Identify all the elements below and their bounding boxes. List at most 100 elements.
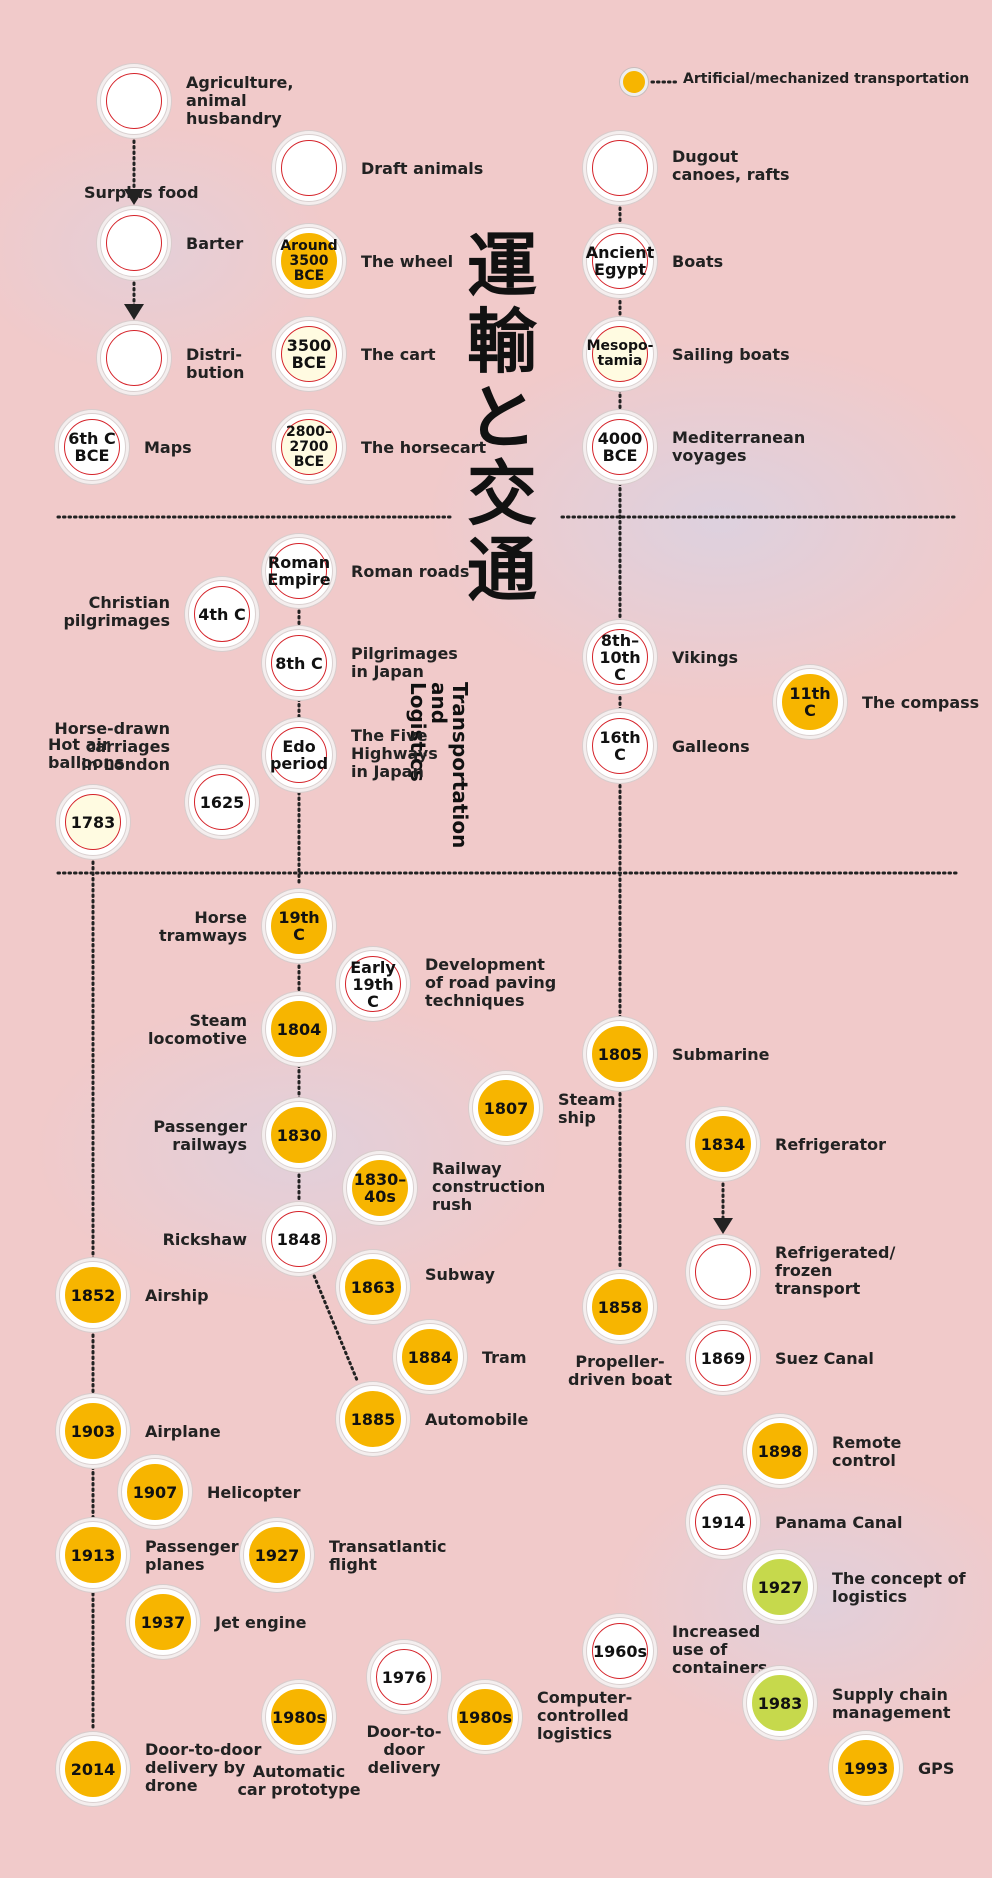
legend-label: Artificial/mechanized transportation <box>683 71 970 87</box>
node-label: Jet engine <box>215 1613 307 1632</box>
legend-mechanized-swatch <box>620 68 648 96</box>
node-label: Submarine <box>672 1045 770 1064</box>
timeline-node-30: 1885 <box>339 1385 407 1453</box>
timeline-node-5 <box>275 134 343 202</box>
node-date: 1976 <box>376 1649 432 1705</box>
node-date <box>281 140 337 196</box>
timeline-node-25: 1830 <box>265 1101 333 1169</box>
node-label: The compass <box>862 693 980 712</box>
node-label: Dugout canoes, rafts <box>672 147 790 184</box>
timeline-node-2 <box>100 209 168 277</box>
node-date: 1980s <box>271 1689 327 1745</box>
node-label: Transatlantic flight <box>329 1537 447 1574</box>
node-date: 1783 <box>65 794 121 850</box>
node-date: 1898 <box>752 1423 808 1479</box>
timeline-node-52: 1980s <box>451 1683 519 1751</box>
timeline-node-51: 1976 <box>370 1643 438 1711</box>
surplus-food-label: Surplus food <box>84 183 199 202</box>
node-date: Roman Empire <box>267 543 331 599</box>
timeline-node-24: 1804 <box>265 995 333 1063</box>
node-label: Sailing boats <box>672 345 790 364</box>
timeline-node-26: 1830– 40s <box>346 1154 414 1222</box>
timeline-node-18: 1783 <box>59 788 127 856</box>
timeline-node-50: 1980s <box>265 1683 333 1751</box>
node-date: 2800– 2700 BCE <box>281 419 337 475</box>
node-date: 1830 <box>271 1107 327 1163</box>
node-label: Propeller- driven boat <box>568 1352 672 1389</box>
timeline-node-11: Mesopo- tamia <box>586 320 654 388</box>
timeline-node-49: 2014 <box>59 1735 127 1803</box>
node-label: Pilgrimages in Japan <box>351 644 458 681</box>
node-label: The horsecart <box>361 438 487 457</box>
node-label: Refrigerator <box>775 1135 887 1154</box>
timeline-node-33: 1858 <box>586 1273 654 1341</box>
node-label: Tram <box>482 1348 527 1367</box>
timeline-node-14: 4th C <box>188 580 256 648</box>
node-label: Roman roads <box>351 562 470 581</box>
arrow-head-icon <box>124 189 144 205</box>
node-date <box>106 73 162 129</box>
timeline-node-29: 1884 <box>396 1323 464 1391</box>
node-label: Horse-drawn carriages in London <box>54 719 170 774</box>
timeline-node-36: 1869 <box>689 1324 757 1392</box>
node-date: 1885 <box>345 1391 401 1447</box>
timeline-node-35 <box>689 1238 757 1306</box>
node-label: Airplane <box>145 1422 221 1441</box>
node-date: 6th C BCE <box>64 419 120 475</box>
timeline-node-45: 1907 <box>121 1458 189 1526</box>
node-date <box>592 140 648 196</box>
timeline-node-43: 1852 <box>59 1261 127 1329</box>
node-date: 1980s <box>457 1689 513 1745</box>
node-date <box>106 215 162 271</box>
timeline-node-48: 1927 <box>243 1521 311 1589</box>
arrow-head-icon <box>124 304 144 320</box>
node-label: Passenger railways <box>153 1117 247 1154</box>
node-date: 1914 <box>695 1494 751 1550</box>
node-label: Development of road paving techniques <box>425 955 557 1010</box>
node-date: 1834 <box>695 1116 751 1172</box>
node-date: 1937 <box>135 1594 191 1650</box>
timeline-node-6: Around 3500 BCE <box>275 227 343 295</box>
connector-line <box>312 1274 360 1384</box>
timeline-node-4: 6th C BCE <box>58 413 126 481</box>
node-label: Barter <box>186 234 244 253</box>
node-date <box>695 1244 751 1300</box>
timeline-node-28: 1863 <box>339 1253 407 1321</box>
node-date: 1625 <box>194 774 250 830</box>
timeline-node-42: 1993 <box>832 1734 900 1802</box>
node-label: Christian pilgrimages <box>63 593 170 630</box>
node-date: 1884 <box>402 1329 458 1385</box>
node-label: Vikings <box>672 648 739 667</box>
timeline-node-46: 1913 <box>59 1521 127 1589</box>
node-label: Remote control <box>832 1433 902 1470</box>
node-date: 1805 <box>592 1026 648 1082</box>
node-date: 1913 <box>65 1527 121 1583</box>
node-date: 8th– 10th C <box>592 629 648 685</box>
timeline-node-12: 4000 BCE <box>586 413 654 481</box>
node-label: Airship <box>145 1286 209 1305</box>
node-label: Maps <box>144 438 192 457</box>
node-label: Steam ship <box>558 1090 616 1127</box>
arrow-head-icon <box>713 1218 733 1234</box>
timeline-node-22: 19th C <box>265 892 333 960</box>
node-date: 1907 <box>127 1464 183 1520</box>
timeline-node-40: 1960s <box>586 1617 654 1685</box>
node-label: Subway <box>425 1265 495 1284</box>
node-label: Draft animals <box>361 159 484 178</box>
node-date: 1863 <box>345 1259 401 1315</box>
timeline-node-19: 8th– 10th C <box>586 623 654 691</box>
node-date: 1993 <box>838 1740 894 1796</box>
node-label: Door-to-door delivery by drone <box>145 1740 262 1795</box>
timeline-node-1 <box>100 67 168 135</box>
timeline-node-23: Early 19th C <box>339 950 407 1018</box>
node-label: Steam locomotive <box>147 1011 247 1048</box>
timeline-node-37: 1898 <box>746 1417 814 1485</box>
node-label: Increased use of containers <box>672 1622 768 1677</box>
node-date: 4000 BCE <box>592 419 648 475</box>
node-label: The cart <box>361 345 436 364</box>
title-japanese: 運 輸 と 交 通 <box>467 224 537 611</box>
timeline-node-3 <box>100 324 168 392</box>
node-label: Automobile <box>425 1410 529 1429</box>
node-label: Helicopter <box>207 1483 301 1502</box>
